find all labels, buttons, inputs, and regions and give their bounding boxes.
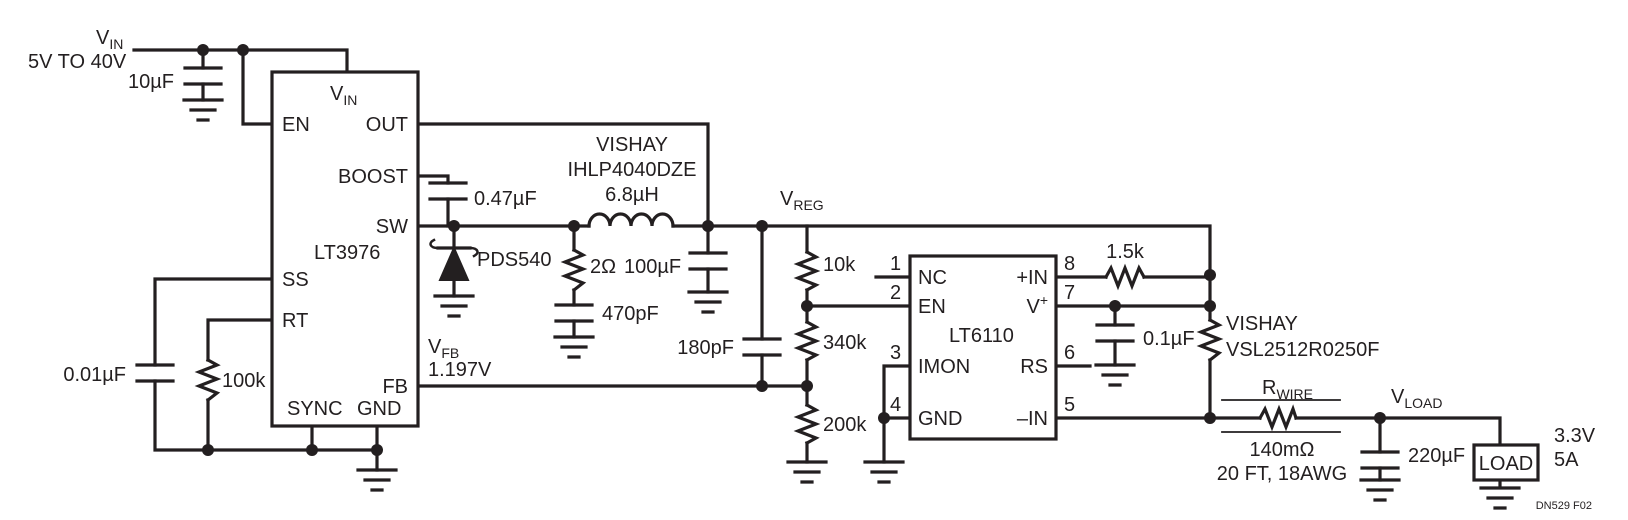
- snubber-cap-label: 470pF: [602, 303, 659, 325]
- rt-resistor: [194, 357, 222, 403]
- bypass-cap: [1095, 323, 1135, 343]
- inductor-value-label: 6.8µH: [605, 184, 659, 206]
- resistors: [194, 247, 1299, 446]
- inductor: [587, 212, 675, 228]
- divider-r1-label: 10k: [823, 254, 856, 276]
- ground-icon: [356, 468, 398, 492]
- labels: VIN 5V TO 40V 10µF 0.47µF VISHAY IHLP404…: [28, 27, 1596, 512]
- lt6110-pin-number: 7: [1064, 282, 1075, 304]
- ground-icon: [863, 460, 905, 484]
- load-label: LOAD: [1479, 453, 1533, 475]
- lt3976-ic: VIN EN OUT BOOST SW LT3976 SS RT FB SYNC…: [270, 70, 420, 428]
- lt6110-pin-rs: RS: [1020, 356, 1048, 378]
- input-cap-label: 10µF: [128, 71, 174, 93]
- snubber-resistor-label: 2Ω: [590, 256, 616, 278]
- divider-r2-label: 340k: [823, 332, 867, 354]
- ground-symbols: [182, 98, 1521, 510]
- rwire-desc-label: 20 FT, 18AWG: [1217, 463, 1347, 485]
- load-voltage-label: 3.3V: [1554, 425, 1596, 447]
- ground-icon: [1094, 363, 1136, 387]
- lt6110-pin-vplus: V+: [1026, 292, 1048, 318]
- lt6110-pin-number: 1: [890, 253, 901, 275]
- figure-id-label: DN529 F02: [1536, 500, 1592, 512]
- ground-icon: [433, 294, 475, 318]
- inductor-part-label: IHLP4040DZE: [568, 159, 697, 181]
- lt6110-pin-number: 6: [1064, 342, 1075, 364]
- resistor-1k5: [1103, 263, 1147, 291]
- ss-cap-label: 0.01µF: [63, 364, 126, 386]
- rt-resistor-label: 100k: [222, 370, 266, 392]
- wire-resistance: [1257, 404, 1299, 432]
- lt3976-pin-boost: BOOST: [338, 166, 408, 188]
- output-cap-100uf: [688, 251, 728, 271]
- boost-cap: [428, 181, 468, 201]
- lt3976-pin-sw: SW: [376, 216, 408, 238]
- resistor-1k5-label: 1.5k: [1106, 241, 1145, 263]
- lt6110-pin-number: 5: [1064, 394, 1075, 416]
- schottky-diode: [429, 238, 479, 281]
- ff-cap-label: 180pF: [677, 337, 734, 359]
- divider-r3-label: 200k: [823, 414, 867, 436]
- lt6110-pin-gnd: GND: [918, 408, 962, 430]
- diode-label: PDS540: [477, 249, 552, 271]
- input-cap-10uf: [183, 66, 223, 86]
- lt6110-pin-number: 8: [1064, 253, 1075, 275]
- sense-resistor: [1196, 317, 1224, 363]
- snubber-cap: [554, 303, 594, 323]
- divider-r2: [793, 319, 821, 363]
- vin-range-label: 5V TO 40V: [28, 51, 127, 73]
- inductor-mfr-label: VISHAY: [596, 134, 668, 156]
- vreg-label: VREG: [780, 188, 824, 213]
- lt6110-pin-en: EN: [918, 296, 946, 318]
- snubber-resistor: [560, 247, 588, 293]
- ground-icon: [182, 98, 224, 122]
- load-current-label: 5A: [1554, 449, 1579, 471]
- rwire-value-label: 140mΩ: [1250, 439, 1315, 461]
- junction-dots: [197, 44, 1386, 456]
- lt3976-pin-gnd: GND: [357, 398, 401, 420]
- ground-icon: [1359, 478, 1401, 502]
- vload-label: VLOAD: [1391, 386, 1442, 411]
- lt6110-pin-plus-in: +IN: [1016, 267, 1048, 289]
- bypass-cap-label: 0.1µF: [1143, 328, 1195, 350]
- ground-icon: [1479, 478, 1521, 510]
- feedforward-cap: [742, 337, 782, 357]
- ss-cap: [135, 363, 175, 383]
- divider-r1: [793, 249, 821, 293]
- lt6110-name: LT6110: [949, 325, 1014, 347]
- lt6110-pin-number: 3: [890, 342, 901, 364]
- capacitors: [135, 66, 1400, 470]
- ground-icon: [786, 460, 828, 484]
- lt3976-pin-sync: SYNC: [287, 398, 343, 420]
- lt6110-pin-number: 4: [890, 394, 901, 416]
- vin-label: VIN: [96, 27, 123, 52]
- lt6110-pin-imon: IMON: [918, 356, 970, 378]
- lt6110-pin-number: 2: [890, 282, 901, 304]
- lt3976-pin-out: OUT: [366, 114, 408, 136]
- lt6110-pin-nc: NC: [918, 267, 947, 289]
- load-cap: [1360, 450, 1400, 470]
- load-cap-label: 220µF: [1408, 445, 1465, 467]
- lt6110-pin-minus-in: –IN: [1017, 408, 1048, 430]
- lt3976-pin-ss: SS: [282, 269, 309, 291]
- lt3976-pin-en: EN: [282, 114, 310, 136]
- ground-icon: [553, 335, 595, 359]
- ground-icon: [687, 290, 729, 314]
- sense-part-label: VSL2512R0250F: [1226, 339, 1379, 361]
- lt6110-ic: NC EN LT6110 IMON GND +IN V+ RS –IN 1 2 …: [890, 253, 1075, 441]
- sense-mfr-label: VISHAY: [1226, 313, 1298, 335]
- lt3976-pin-fb: FB: [382, 376, 408, 398]
- load-block: LOAD: [1472, 443, 1540, 482]
- boost-cap-label: 0.47µF: [474, 188, 537, 210]
- vfb-value-label: 1.197V: [428, 359, 492, 381]
- rwire-label: RWIRE: [1262, 377, 1313, 402]
- lt3976-pin-vin: VIN: [330, 83, 357, 108]
- lt3976-pin-rt: RT: [282, 310, 308, 332]
- divider-r3: [793, 402, 821, 446]
- output-cap-label: 100µF: [624, 256, 681, 278]
- vfb-label: VFB: [428, 336, 459, 361]
- lt3976-name: LT3976: [314, 242, 380, 264]
